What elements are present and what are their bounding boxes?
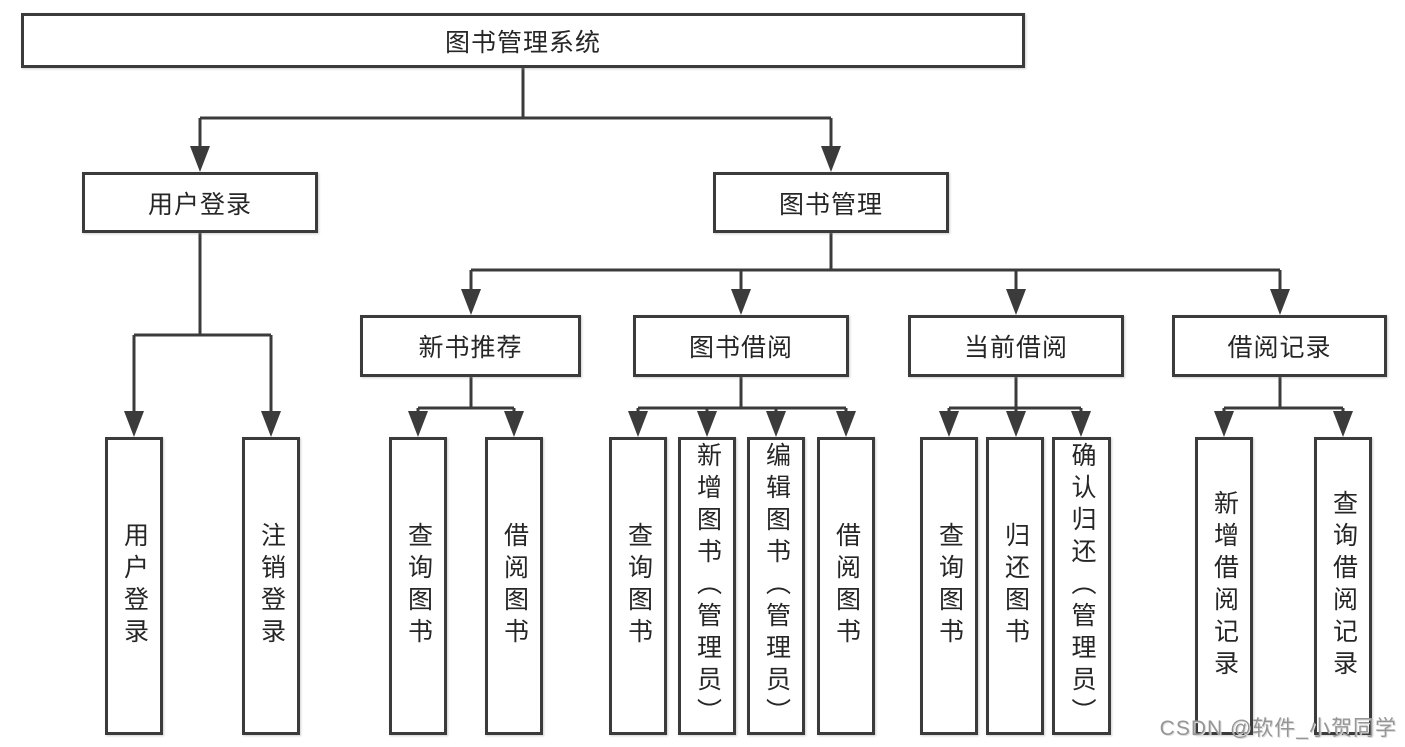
leaf-user-login: 用户登录 [105, 437, 163, 735]
connector-new-book-recommend-to-leaves [416, 377, 516, 416]
leaf-label: 查询图书 [624, 522, 653, 650]
arrow-to-user-login [190, 146, 210, 172]
node-user-login: 用户登录 [82, 172, 318, 233]
node-label: 图书借阅 [688, 334, 793, 362]
node-book-borrowing: 图书借阅 [633, 315, 849, 377]
node-borrowing-records: 借阅记录 [1172, 315, 1387, 377]
connector-current-borrowing-to-leaves [947, 377, 1083, 416]
leaf-label: 归还图书 [1001, 522, 1030, 650]
leaf-label: 新增图书（管理员） [693, 442, 722, 730]
node-new-book-recommend: 新书推荐 [360, 315, 581, 377]
leaf-label: 借阅图书 [832, 522, 861, 650]
leaf-edit-books-admin: 编辑图书（管理员） [747, 437, 805, 735]
leaf-add-books-admin: 新增图书（管理员） [678, 437, 736, 735]
leaf-label: 借阅图书 [500, 522, 529, 650]
connector-book-borrowing-to-leaves [636, 377, 848, 416]
leaf-query-books-borrowing: 查询图书 [609, 437, 667, 735]
arrow-to-leaf-confirm-return [1071, 411, 1091, 437]
leaf-query-borrow-record: 查询借阅记录 [1314, 437, 1372, 735]
arrow-to-new-book-recommend [461, 289, 481, 315]
leaf-confirm-return-admin: 确认归还（管理员） [1052, 437, 1111, 735]
connector-borrowing-records-to-leaves [1222, 377, 1345, 416]
arrow-to-leaf-query-books-c [939, 411, 959, 437]
leaf-add-borrow-record: 新增借阅记录 [1195, 437, 1253, 735]
node-label: 用户登录 [147, 190, 252, 219]
node-book-management: 图书管理 [713, 172, 949, 233]
node-label: 借阅记录 [1227, 334, 1332, 362]
node-label: 新书推荐 [418, 334, 523, 362]
leaf-label: 注销登录 [257, 522, 286, 650]
leaf-label: 查询图书 [404, 522, 433, 650]
leaf-logout: 注销登录 [242, 437, 300, 735]
connector-user-login-to-leaves [132, 233, 273, 416]
arrow-to-book-borrowing [731, 289, 751, 315]
leaf-label: 确认归还（管理员） [1068, 442, 1096, 730]
connector-book-management-to-level3 [469, 233, 1282, 294]
arrow-to-leaf-add-books [697, 411, 717, 437]
arrow-to-current-borrowing [1006, 289, 1026, 315]
leaf-return-books: 归还图书 [986, 437, 1044, 735]
arrowheads [124, 146, 1353, 437]
arrow-to-leaf-add-record [1214, 411, 1234, 437]
node-current-borrowing: 当前借阅 [908, 315, 1124, 377]
arrow-to-leaf-logout [261, 411, 281, 437]
arrow-to-leaf-query-books-a [408, 411, 428, 437]
arrow-to-leaf-query-books-b [628, 411, 648, 437]
node-label: 图书管理 [778, 190, 883, 219]
arrow-to-borrowing-records [1270, 289, 1290, 315]
leaf-query-books-recommend: 查询图书 [389, 437, 447, 735]
arrow-to-leaf-edit-books [766, 411, 786, 437]
arrow-to-leaf-user-login [124, 411, 144, 437]
arrow-to-leaf-return-books [1006, 411, 1026, 437]
leaf-query-books-current: 查询图书 [920, 437, 978, 735]
leaf-borrow-books: 借阅图书 [817, 437, 875, 735]
leaf-label: 查询图书 [935, 522, 964, 650]
csdn-watermark: CSDN @软件_小贺同学 [1159, 717, 1397, 740]
leaf-label: 编辑图书（管理员） [762, 442, 791, 730]
leaf-borrow-books-recommend: 借阅图书 [485, 437, 543, 735]
arrow-to-book-management [821, 146, 841, 172]
node-library-management-system: 图书管理系统 [21, 13, 1025, 68]
arrow-to-leaf-borrow-books-a [504, 411, 524, 437]
leaf-label: 新增借阅记录 [1210, 490, 1239, 682]
arrow-to-leaf-query-record [1333, 411, 1353, 437]
arrow-to-leaf-borrow-books-b [836, 411, 856, 437]
node-label: 图书管理系统 [444, 28, 601, 57]
leaf-label: 用户登录 [120, 522, 149, 650]
leaf-label: 查询借阅记录 [1329, 490, 1358, 682]
node-label: 当前借阅 [963, 334, 1068, 362]
